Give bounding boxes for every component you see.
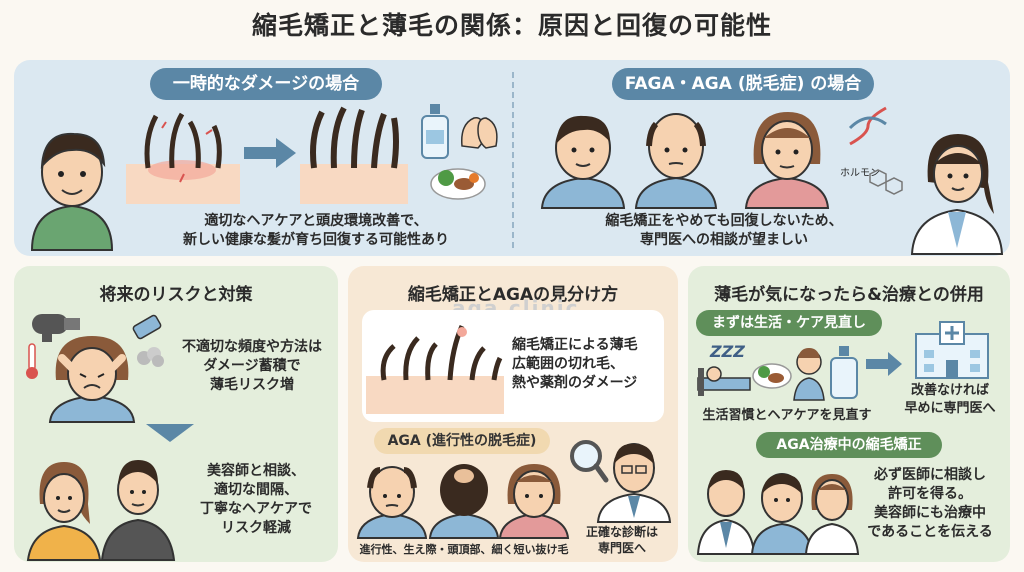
- risk-text-2-line-4: リスク軽減: [221, 520, 291, 536]
- praying-boy-icon: [793, 348, 825, 401]
- arrow-right-icon: [244, 138, 296, 168]
- treatment-heading: 薄毛が気になったら&治療との併用: [714, 285, 984, 305]
- hospital-caption-2: 早めに専門医へ: [904, 401, 996, 416]
- distinguish-heading: 縮毛矯正とAGAの見分け方: [407, 285, 619, 305]
- hospital-icon: [915, 321, 989, 379]
- damaged-hair-icon: [126, 112, 240, 204]
- stylist-consultation-icon: [26, 460, 176, 561]
- shampoo-bottle-icon: [421, 104, 449, 159]
- hairdresser-icon: [804, 474, 860, 555]
- receding-hairline-man-icon: [356, 466, 428, 539]
- boy-icon: [30, 132, 114, 251]
- arrow-down-icon: [146, 424, 194, 442]
- aga-label: AGA (進行性の脱毛症): [374, 428, 550, 454]
- meal-icon: [752, 363, 792, 389]
- top-divider: [512, 72, 514, 248]
- hormone-label: ホルモン: [840, 168, 880, 179]
- aga-features-caption: 進行性、生え際・頭頂部、細く短い抜け毛: [359, 543, 569, 556]
- temporary-damage-caption-2: 新しい健康な髪が育ち回復する可能性あり: [183, 232, 449, 248]
- aga-treatment-text-2: 許可を得る。: [888, 486, 972, 502]
- aga-treatment-text-4: であることを伝える: [867, 524, 993, 540]
- straightening-line-3: 熱や薬剤のダメージ: [512, 375, 638, 391]
- page-title: 縮毛矯正と薄毛の関係：原因と回復の可能性: [251, 11, 772, 40]
- broken-hair-icon: [366, 324, 504, 414]
- man-icon: [540, 115, 626, 209]
- diagnosis-line-2: 専門医へ: [597, 541, 646, 555]
- healthy-hair-icon: [300, 106, 408, 204]
- straightening-line-1: 縮毛矯正による薄毛: [512, 337, 638, 353]
- faga-aga-heading: FAGA・AGA (脱毛症) の場合: [612, 68, 874, 100]
- balding-man-icon: [634, 113, 718, 209]
- male-doctor-icon: [596, 443, 672, 523]
- risk-text-2-line-3: 丁寧なヘアケアで: [200, 501, 312, 517]
- straightening-line-2: 広範囲の切れ毛、: [512, 356, 624, 372]
- sleep-zzz-label: ZZZ: [710, 342, 745, 361]
- magnifier-icon: [570, 440, 609, 483]
- spray-icon: [132, 314, 162, 340]
- risk-text-1-line-2: ダメージ蓄積で: [203, 358, 301, 374]
- risk-heading: 将来のリスクと対策: [99, 285, 253, 305]
- aga-treatment-label: AGA治療中の縮毛矯正: [756, 432, 942, 458]
- risk-text-1-line-1: 不適切な頻度や方法は: [182, 339, 322, 355]
- thinning-woman-icon: [498, 464, 570, 539]
- hospital-caption-1: 改善なければ: [910, 383, 989, 398]
- stressed-woman-icon: [48, 336, 136, 423]
- washing-hands-icon: [461, 116, 498, 149]
- lifestyle-caption: 生活習慣とヘアケアを見直す: [702, 408, 872, 423]
- woman-icon: [744, 112, 830, 209]
- diagnosis-line-1: 正確な診断は: [585, 525, 658, 539]
- bed-icon: [697, 366, 751, 396]
- aga-treatment-text-1: 必ず医師に相談し: [874, 467, 986, 483]
- thermometer-icon: [26, 343, 38, 379]
- faga-caption-1: 縮毛矯正をやめても回復しないため、: [605, 213, 843, 229]
- faga-caption-2: 専門医への相談が望ましい: [640, 232, 808, 248]
- consult-doctor-icon: [696, 470, 756, 555]
- smoke-icon: [137, 347, 164, 367]
- risk-text-1-line-3: 薄毛リスク増: [210, 377, 294, 393]
- dna-icon: [848, 106, 887, 146]
- aga-treatment-text-3: 美容師にも治療中: [874, 505, 986, 521]
- crown-thinning-man-icon: [428, 464, 500, 539]
- healthy-food-icon: [430, 168, 486, 200]
- hair-care-bottle-icon: [830, 346, 858, 399]
- arrow-to-hospital-icon: [866, 352, 902, 376]
- temporary-damage-heading: 一時的なダメージの場合: [150, 68, 382, 100]
- patient-man-icon: [750, 473, 814, 555]
- risk-text-2-line-1: 美容師と相談、: [207, 463, 305, 479]
- risk-text-2-line-2: 適切な間隔、: [214, 482, 298, 498]
- hair-dryer-icon: [32, 314, 80, 342]
- female-doctor-icon: [910, 134, 1004, 255]
- temporary-damage-caption-1: 適切なヘアケアと頭皮環境改善で、: [204, 213, 428, 229]
- molecule-icon: [869, 169, 903, 195]
- lifestyle-label: まずは生活・ケア見直し: [696, 310, 882, 336]
